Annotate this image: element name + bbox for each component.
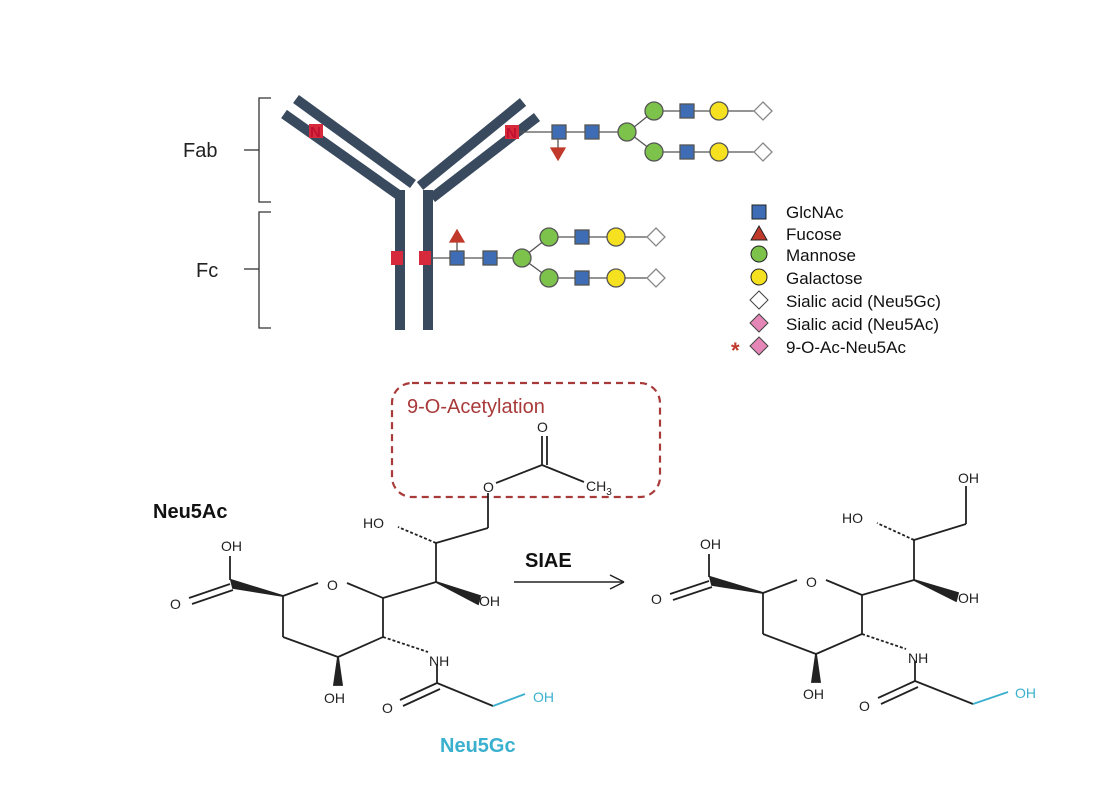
reaction-arrow-icon — [514, 574, 625, 590]
product-structure — [669, 486, 1009, 705]
svg-text:OH: OH — [803, 686, 824, 702]
n-site-fab-left: N — [310, 124, 321, 141]
fab-label: Fab — [183, 140, 217, 162]
glcnac-icon — [574, 270, 590, 286]
neu5ac-atoms: OH O O OH NH O OH OH HO O O CH3 — [170, 419, 612, 716]
9-o-ac-neu5ac-icon — [749, 336, 769, 356]
legend: GlcNAc Fucose Mannose Galactose Sialic a… — [731, 203, 941, 363]
neu5gc-icon — [646, 227, 666, 247]
glcnac-icon — [679, 103, 695, 119]
fc-glycan — [431, 227, 666, 288]
svg-text:OH: OH — [1015, 685, 1036, 701]
domain-brackets — [244, 97, 271, 329]
neu5gc-icon — [646, 268, 666, 288]
fab-glycan — [519, 101, 773, 162]
n-site-fab-right: N — [506, 125, 517, 142]
glcnac-icon — [574, 229, 590, 245]
svg-text:O: O — [537, 419, 548, 435]
svg-text:OH: OH — [533, 689, 554, 705]
svg-text:Galactose: Galactose — [786, 269, 863, 288]
svg-text:NH: NH — [429, 653, 449, 669]
acetylation-box — [390, 381, 662, 499]
n-glycosylation-sites: N N — [309, 124, 519, 265]
legend-item-neu5gc: Sialic acid (Neu5Gc) — [749, 290, 941, 311]
galactose-icon — [750, 268, 768, 286]
mannose-icon — [539, 227, 559, 247]
neu5gc-icon — [753, 101, 773, 121]
svg-text:Sialic acid (Neu5Ac): Sialic acid (Neu5Ac) — [786, 315, 939, 334]
svg-text:O: O — [483, 479, 494, 495]
legend-item-fucose: Fucose — [750, 224, 842, 244]
fucose-icon — [448, 228, 466, 243]
svg-text:OH: OH — [479, 593, 500, 609]
svg-text:HO: HO — [842, 510, 863, 526]
svg-text:O: O — [382, 700, 393, 716]
asterisk-icon: * — [731, 338, 740, 363]
enzyme-label: SIAE — [525, 550, 572, 572]
glcnac-icon — [751, 204, 767, 220]
svg-text:HO: HO — [363, 515, 384, 531]
neu5ac-structure — [188, 436, 585, 707]
legend-item-glcnac: GlcNAc — [751, 203, 844, 222]
svg-text:OH: OH — [324, 690, 345, 706]
glcnac-icon — [679, 144, 695, 160]
svg-text:OH: OH — [700, 536, 721, 552]
svg-text:CH3: CH3 — [586, 478, 612, 498]
mannose-icon — [512, 248, 532, 268]
galactose-icon — [606, 268, 626, 288]
svg-text:Fucose: Fucose — [786, 225, 842, 244]
galactose-icon — [709, 142, 729, 162]
neu5gc-icon — [753, 142, 773, 162]
svg-text:OH: OH — [958, 470, 979, 486]
glcnac-icon — [482, 250, 498, 266]
acetylation-label: 9-O-Acetylation — [407, 396, 545, 418]
svg-text:GlcNAc: GlcNAc — [786, 203, 844, 222]
mannose-icon — [539, 268, 559, 288]
svg-text:OH: OH — [221, 538, 242, 554]
svg-text:O: O — [806, 574, 817, 590]
mannose-icon — [617, 122, 637, 142]
neu5gc-icon — [749, 290, 769, 310]
fucose-icon — [549, 147, 567, 162]
glcnac-icon — [551, 124, 567, 140]
fc-label: Fc — [196, 260, 218, 282]
svg-text:OH: OH — [958, 590, 979, 606]
mannose-icon — [644, 142, 664, 162]
legend-item-9-o-ac-neu5ac: * 9-O-Ac-Neu5Ac — [731, 336, 906, 363]
svg-text:O: O — [651, 591, 662, 607]
svg-text:Sialic acid (Neu5Gc): Sialic acid (Neu5Gc) — [786, 292, 941, 311]
legend-item-galactose: Galactose — [750, 268, 863, 288]
fucose-icon — [750, 224, 768, 241]
mannose-icon — [750, 245, 768, 263]
svg-text:NH: NH — [908, 650, 928, 666]
legend-item-mannose: Mannose — [750, 245, 856, 265]
galactose-icon — [709, 101, 729, 121]
mannose-icon — [644, 101, 664, 121]
neu5ac-label: Neu5Ac — [153, 501, 227, 523]
glcnac-icon — [584, 124, 600, 140]
svg-text:O: O — [170, 596, 181, 612]
svg-text:9-O-Ac-Neu5Ac: 9-O-Ac-Neu5Ac — [786, 338, 906, 357]
glcnac-icon — [449, 250, 465, 266]
neu5ac-icon — [749, 313, 769, 333]
svg-text:O: O — [859, 698, 870, 714]
neu5gc-caption: Neu5Gc — [440, 735, 516, 757]
svg-text:O: O — [327, 577, 338, 593]
galactose-icon — [606, 227, 626, 247]
legend-item-neu5ac: Sialic acid (Neu5Ac) — [749, 313, 939, 334]
svg-text:Mannose: Mannose — [786, 246, 856, 265]
product-atoms: OH O O OH NH O OH OH HO OH — [651, 470, 1036, 714]
